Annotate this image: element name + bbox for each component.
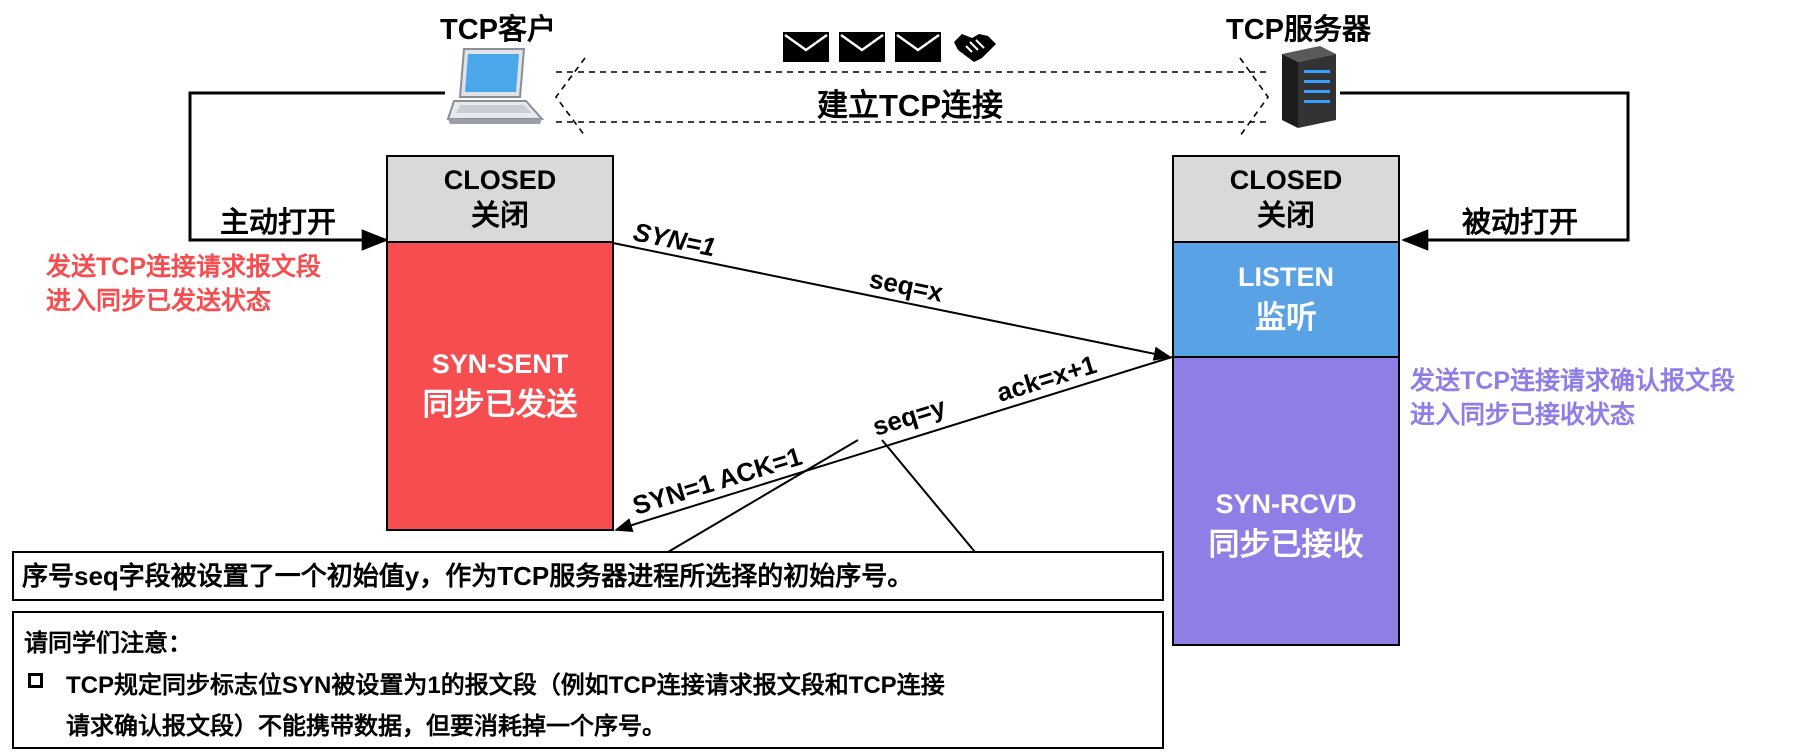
active-open-arrow: [188, 91, 445, 251]
syn-segment-arrow: [612, 242, 1172, 361]
seq-callout-text: 序号seq字段被设置了一个初始值y，作为TCP服务器进程所选择的初始序号。: [22, 561, 914, 591]
server-title: TCP服务器: [1226, 14, 1372, 46]
client-note: 发送TCP连接请求报文段 进入同步已发送状态: [46, 250, 321, 318]
note-heading: 请同学们注意：: [24, 630, 192, 657]
server-state-listen: LISTEN 监听: [1172, 241, 1400, 358]
server-closed-zh: 关闭: [1256, 199, 1315, 232]
server-note: 发送TCP连接请求确认报文段 进入同步已接收状态: [1410, 364, 1735, 432]
syn-sent-en: SYN-SENT: [431, 348, 569, 379]
syn-rcvd-zh: 同步已接收: [1208, 526, 1364, 562]
listen-zh: 监听: [1255, 300, 1317, 335]
note-bullet-line2: 请求确认报文段）不能携带数据，但要消耗掉一个序号。: [66, 713, 666, 740]
server-note-line2: 进入同步已接收状态: [1410, 401, 1636, 429]
first-seq-label: seq=x: [867, 263, 946, 307]
client-note-line1: 发送TCP连接请求报文段: [46, 253, 322, 281]
seq-callout: 序号seq字段被设置了一个初始值y，作为TCP服务器进程所选择的初始序号。: [12, 551, 1164, 601]
second-synack-label: SYN=1 ACK=1: [629, 441, 805, 521]
handshake-icon: [954, 34, 996, 62]
envelope-icon: [895, 32, 941, 62]
connection-label: 建立TCP连接: [817, 88, 1003, 123]
server-icon: [1282, 46, 1336, 128]
client-closed-zh: 关闭: [470, 199, 529, 232]
server-state-closed: CLOSED 关闭: [1172, 155, 1400, 243]
envelope-icon: [839, 32, 885, 62]
server-note-line1: 发送TCP连接请求确认报文段: [1410, 367, 1736, 395]
syn-rcvd-en: SYN-RCVD: [1215, 489, 1357, 519]
syn-sent-zh: 同步已发送: [422, 386, 578, 422]
note-bullet-line1: TCP规定同步标志位SYN被设置为1的报文段（例如TCP连接请求报文段和TCP连…: [66, 672, 945, 699]
note-bullet-icon: [28, 673, 43, 688]
message-icons: [783, 32, 996, 62]
active-open-label: 主动打开: [220, 207, 337, 239]
laptop-icon: [446, 48, 545, 124]
passive-open-label: 被动打开: [1462, 207, 1579, 239]
server-state-syn-rcvd: SYN-RCVD 同步已接收: [1172, 356, 1400, 646]
server-closed-en: CLOSED: [1229, 165, 1343, 195]
note-box: 请同学们注意： TCP规定同步标志位SYN被设置为1的报文段（例如TCP连接请求…: [12, 611, 1164, 749]
second-seq-label: seq=y: [869, 391, 949, 442]
passive-open-arrow: [1340, 91, 1630, 251]
client-title: TCP客户: [440, 14, 557, 46]
client-state-syn-sent: SYN-SENT 同步已发送: [386, 241, 614, 531]
client-state-closed: CLOSED 关闭: [386, 155, 614, 243]
client-note-line2: 进入同步已发送状态: [46, 287, 272, 315]
envelope-icon: [783, 32, 829, 62]
second-ack-label: ack=x+1: [993, 349, 1100, 408]
connection-arrow: [555, 57, 1269, 137]
listen-en: LISTEN: [1237, 262, 1334, 293]
client-closed-en: CLOSED: [443, 165, 557, 195]
callout-pointer: [667, 439, 976, 553]
synack-segment-arrow: [614, 356, 1173, 533]
